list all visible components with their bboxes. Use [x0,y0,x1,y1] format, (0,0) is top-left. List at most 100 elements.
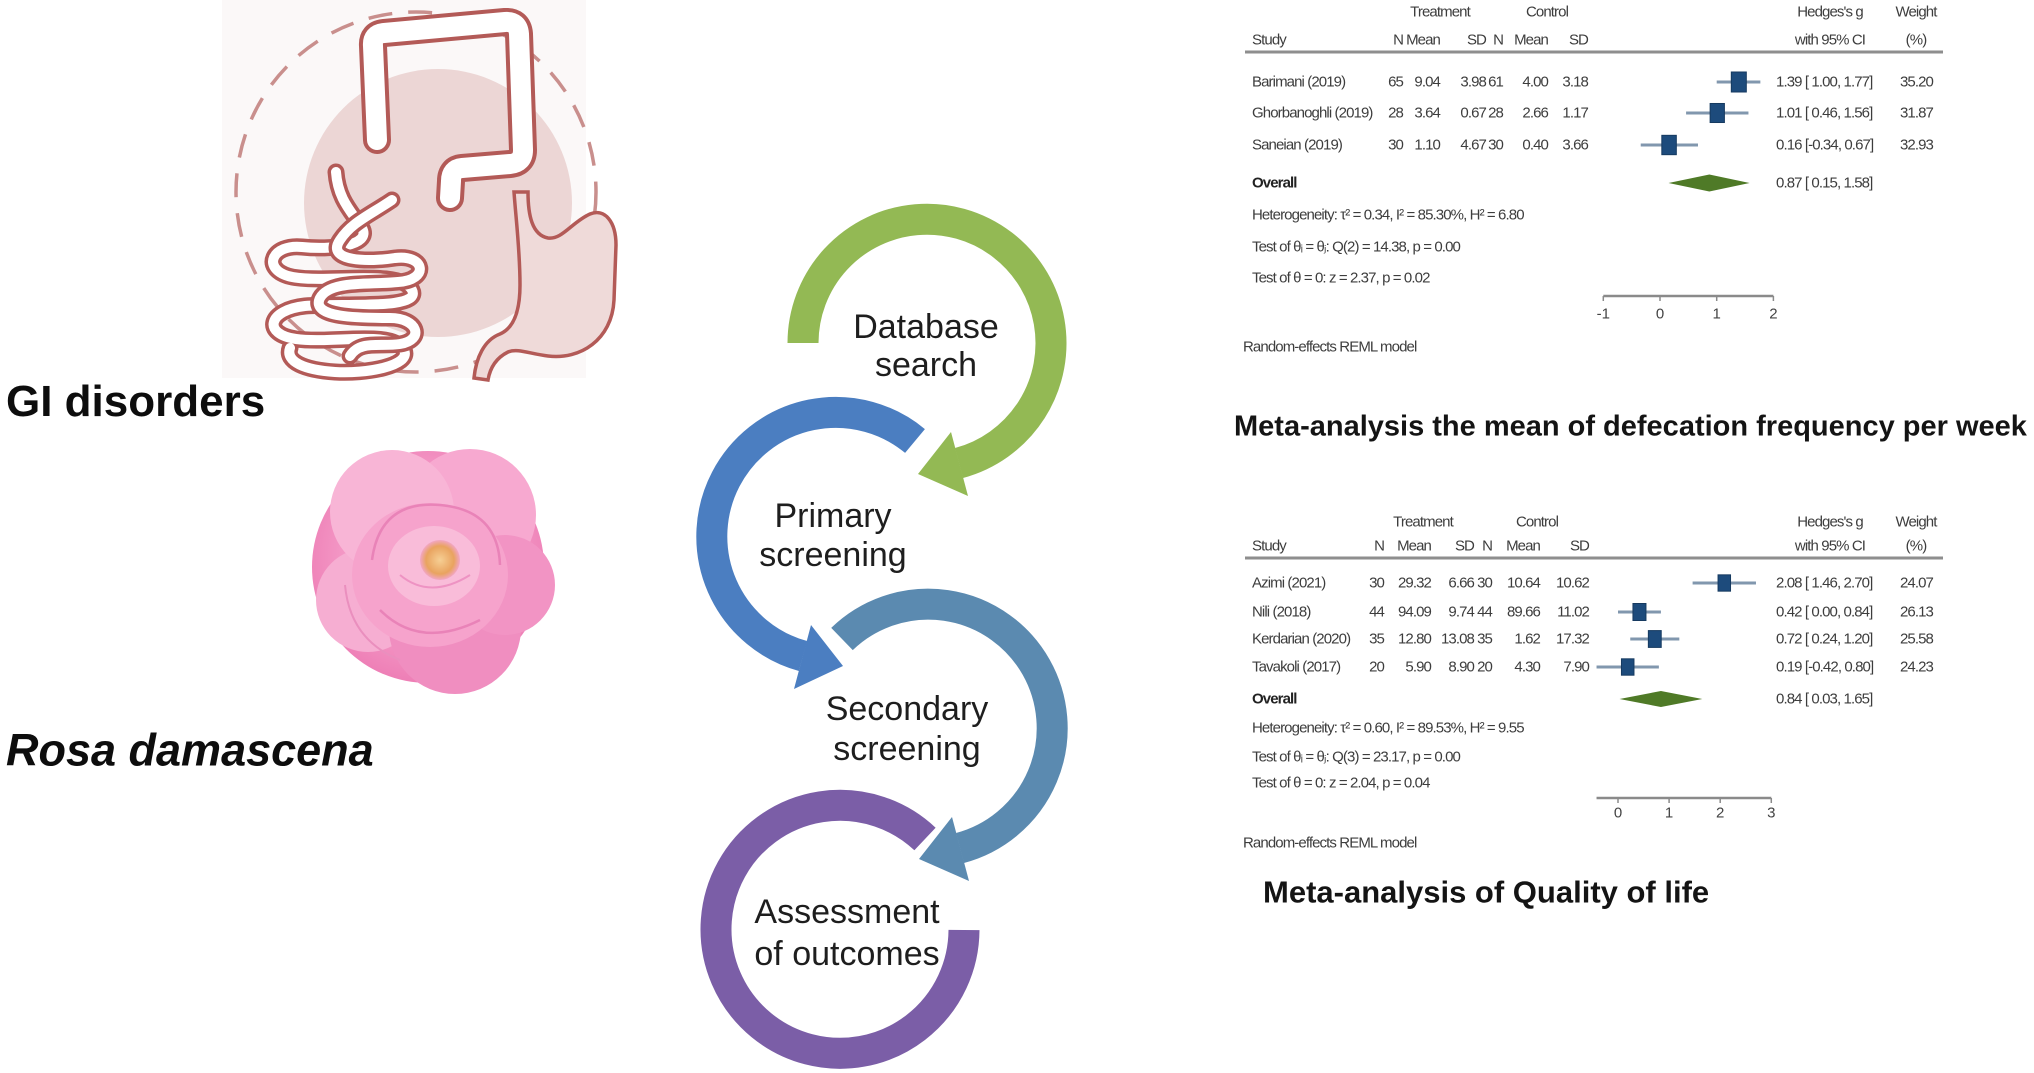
column-header-sd-c: SD [1568,31,1589,49]
header-rule [1245,556,1943,560]
overall-label: Overall [1252,174,1297,192]
effect-size-ci: 1.01 [ 0.46, 1.56] [1776,104,1873,122]
cell-mean-c: 10.64 [1506,574,1541,592]
study-weight: 24.23 [1899,658,1934,676]
cell-mean-c: 2.66 [1522,104,1548,122]
cell-sd-c: 10.62 [1555,574,1590,592]
column-header-n-c: N [1482,537,1493,555]
weight-unit-header: (%) [1905,537,1928,555]
effect-size-ci: 2.08 [ 1.46, 2.70] [1776,574,1873,592]
cell-n-t: 30 [1388,136,1404,154]
x-axis-tick-label: 2 [1716,804,1725,822]
study-name: Ghorbanoghli (2019) [1252,104,1373,122]
column-header-mean-c: Mean [1514,31,1549,49]
study-name: Saneian (2019) [1252,136,1343,154]
gi-disorders-label: GI disorders [6,377,266,426]
effect-size-ci: 0.72 [ 0.24, 1.20] [1776,630,1873,648]
effect-size-header: Hedges's g [1797,3,1863,21]
study-name: Azimi (2021) [1252,574,1326,592]
heterogeneity-stat: Test of θ = 0: z = 2.37, p = 0.02 [1252,269,1430,287]
cell-mean-t: 3.64 [1414,104,1440,122]
study-name: Barimani (2019) [1252,73,1346,91]
cell-mean-c: 1.62 [1514,630,1540,648]
cell-n-t: 65 [1388,73,1404,91]
x-axis-tick-label: 1 [1712,305,1721,323]
study-name: Tavakoli (2017) [1252,658,1341,676]
treatment-group-header: Treatment [1410,3,1471,21]
cell-n-c: 61 [1488,73,1504,91]
study-weight: 32.93 [1899,136,1934,154]
heterogeneity-stat: Heterogeneity: τ² = 0.60, I² = 89.53%, H… [1252,719,1525,737]
treatment-group-header: Treatment [1393,513,1454,531]
effect-size-ci: 0.16 [-0.34, 0.67] [1776,136,1874,154]
effect-size-marker [1647,630,1662,648]
effect-size-ci: 0.19 [-0.42, 0.80] [1776,658,1874,676]
study-name: Kerdarian (2020) [1252,630,1351,648]
study-name: Nili (2018) [1252,603,1311,621]
column-header-mean-c: Mean [1506,537,1541,555]
cell-n-c: 44 [1477,603,1493,621]
cell-mean-t: 29.32 [1397,574,1432,592]
cell-n-t: 20 [1369,658,1385,676]
cell-sd-c: 1.17 [1562,104,1588,122]
cell-mean-c: 0.40 [1522,136,1548,154]
cell-mean-c: 4.30 [1514,658,1540,676]
overall-effect-ci: 0.87 [ 0.15, 1.58] [1776,174,1873,192]
study-weight: 24.07 [1899,574,1934,592]
cell-n-t: 30 [1369,574,1385,592]
effect-size-header: Hedges's g [1797,513,1863,531]
weight-unit-header: (%) [1905,31,1928,49]
overall-effect-diamond [1619,691,1703,707]
cell-n-t: 44 [1369,603,1385,621]
column-header-sd-t: SD [1466,31,1487,49]
cell-mean-c: 89.66 [1506,603,1541,621]
x-axis-tick-label: 0 [1613,804,1623,822]
cell-sd-t: 8.90 [1448,658,1474,676]
plot-title: Meta-analysis of Quality of life [1263,874,1710,910]
column-header-mean-t: Mean [1397,537,1432,555]
control-group-header: Control [1525,3,1569,21]
effect-size-marker [1717,574,1732,592]
column-header-sd-t: SD [1454,537,1475,555]
cell-mean-t: 1.10 [1414,136,1440,154]
effect-size-marker [1632,603,1647,621]
cell-mean-t: 5.90 [1405,658,1431,676]
overall-label: Overall [1252,690,1297,708]
heterogeneity-stat: Heterogeneity: τ² = 0.34, I² = 85.30%, H… [1252,206,1525,224]
rosa-damascena-label: Rosa damascena [6,724,374,776]
heterogeneity-stat: Test of θᵢ = θⱼ: Q(3) = 23.17, p = 0.00 [1252,748,1461,766]
cell-n-c: 30 [1477,574,1493,592]
cell-sd-t: 3.98 [1460,73,1486,91]
cell-sd-t: 0.67 [1460,104,1486,122]
cell-sd-t: 4.67 [1460,136,1486,154]
heterogeneity-stat: Test of θᵢ = θⱼ: Q(2) = 14.38, p = 0.00 [1252,238,1461,256]
x-axis-tick-label: 3 [1767,804,1776,822]
study-weight: 26.13 [1899,603,1934,621]
cell-mean-t: 94.09 [1397,603,1432,621]
x-axis-tick-label: 1 [1664,804,1674,822]
cell-mean-c: 4.00 [1522,73,1548,91]
column-header-mean-t: Mean [1406,31,1441,49]
heterogeneity-stat: Test of θ = 0: z = 2.04, p = 0.04 [1252,774,1430,792]
effect-size-ci: 1.39 [ 1.00, 1.77] [1776,73,1873,91]
cell-n-c: 20 [1477,658,1493,676]
weight-header: Weight [1895,3,1937,21]
cell-sd-c: 7.90 [1563,658,1589,676]
control-group-header: Control [1515,513,1559,531]
cell-mean-t: 9.04 [1414,73,1440,91]
column-header-sd-c: SD [1569,537,1590,555]
model-note: Random-effects REML model [1243,834,1417,852]
ci-column-header: with 95% CI [1794,537,1866,555]
x-axis-tick-label: -1 [1596,305,1610,323]
cell-sd-c: 3.66 [1562,136,1588,154]
study-weight: 31.87 [1899,104,1934,122]
cell-sd-c: 11.02 [1557,603,1590,621]
cell-n-c: 35 [1477,630,1493,648]
cell-sd-c: 17.32 [1555,630,1590,648]
overall-effect-ci: 0.84 [ 0.03, 1.65] [1776,690,1873,708]
column-header-n-t: N [1374,537,1385,555]
effect-size-marker [1620,658,1635,676]
